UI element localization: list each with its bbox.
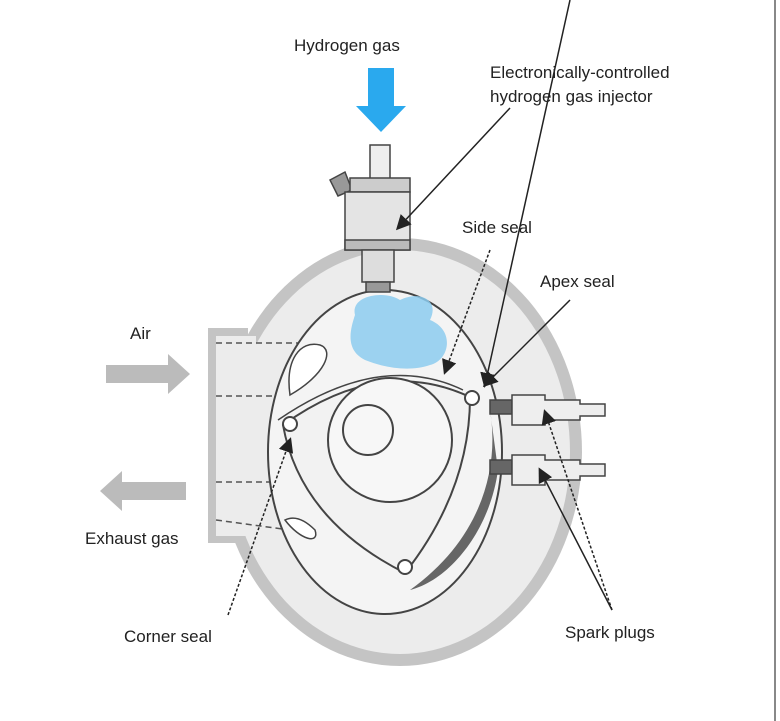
apex-seal-label: Apex seal: [540, 272, 615, 291]
hydrogen-gas-label: Hydrogen gas: [294, 36, 400, 55]
hydrogen-cloud: [350, 295, 447, 369]
apex-seal-bottom: [397, 559, 413, 575]
intake-port: [288, 343, 328, 397]
exhaust-arrow: [100, 471, 186, 511]
exhaust-gas-label: Exhaust gas: [85, 529, 179, 548]
corner-seal: [282, 416, 298, 432]
exhaust-port: [283, 517, 317, 540]
port-lines: [215, 342, 320, 531]
spark-plugs-label: Spark plugs: [565, 623, 655, 642]
eccentric-shaft: [342, 404, 394, 456]
chamber-shadow: [410, 410, 498, 590]
side-seal-label: Side seal: [462, 218, 532, 237]
hydrogen-flow-arrow: [356, 68, 406, 132]
air-label: Air: [130, 324, 151, 343]
air-intake-arrow: [106, 354, 190, 394]
leader-lines: [227, 0, 613, 616]
injector-label-line1: Electronically-controlled: [490, 63, 670, 82]
injector-label-line2: hydrogen gas injector: [490, 87, 653, 106]
apex-seal: [464, 390, 480, 406]
corner-seal-label: Corner seal: [124, 627, 212, 646]
